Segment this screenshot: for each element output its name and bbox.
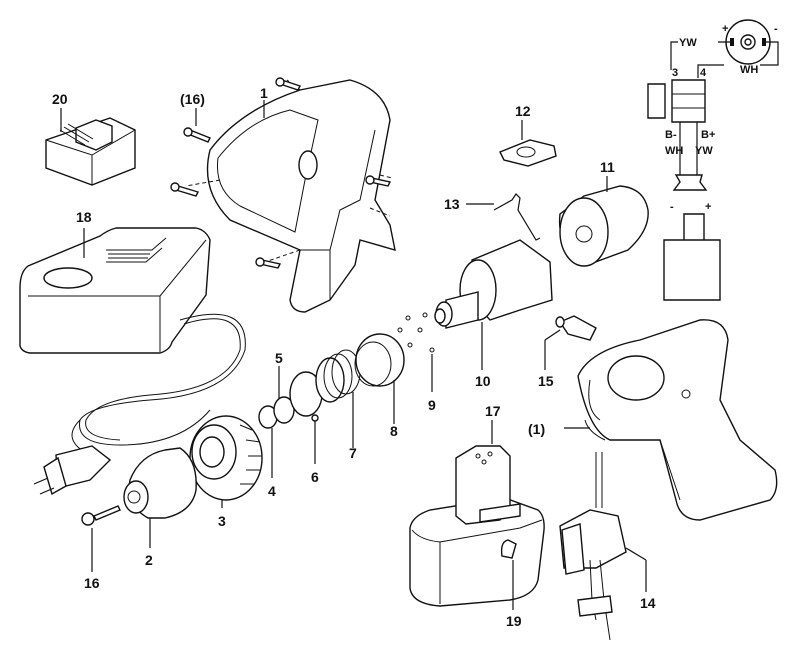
motor-plus-label: + (722, 23, 728, 35)
part-20-transformer (45, 108, 136, 186)
part-9-balls (397, 312, 435, 392)
label-16-ref: (16) (180, 91, 205, 107)
label-10: 10 (475, 373, 491, 389)
label-20: 20 (52, 91, 68, 107)
label-7: 7 (349, 445, 357, 461)
wire-yw-top-label: YW (679, 37, 697, 49)
wiring-labels: + - YW WH 3 4 B- B+ WH YW - + (665, 23, 778, 213)
label-15: 15 (538, 373, 554, 389)
wire-wh-bottom-label: WH (665, 145, 683, 157)
label-8: 8 (390, 423, 398, 439)
label-11: 11 (600, 159, 615, 175)
label-9: 9 (428, 397, 436, 413)
terminal-4-label: 4 (700, 67, 707, 79)
part-1-housing-right (564, 319, 778, 521)
part-labels: 1 (1) 2 3 4 5 6 7 8 9 10 11 12 13 14 15 … (52, 85, 656, 629)
part-8-sleeve (354, 333, 405, 424)
part-16-screw (81, 505, 121, 572)
label-1: 1 (260, 85, 268, 101)
label-4: 4 (268, 483, 276, 499)
part-16-screws (170, 77, 392, 269)
part-5-ring (273, 366, 295, 424)
part-4-ring (258, 405, 278, 478)
wiring-schematic (647, 19, 779, 301)
part-18-power-cord (33, 313, 246, 496)
label-14: 14 (640, 595, 656, 611)
battery-minus-label: - (670, 201, 674, 213)
label-6: 6 (311, 469, 319, 485)
label-5: 5 (275, 350, 283, 366)
motor-minus-label: - (774, 23, 778, 35)
label-12: 12 (515, 103, 531, 119)
switch-b-plus-label: B+ (701, 129, 715, 141)
label-1-ref: (1) (528, 421, 545, 437)
part-1-housing-left (185, 79, 396, 313)
part-6-clip (289, 371, 323, 464)
part-11-motor (558, 176, 649, 267)
part-17-battery-stem (455, 420, 521, 525)
label-16: 16 (84, 575, 100, 591)
part-15-brush (544, 315, 597, 370)
battery-plus-label: + (705, 201, 711, 213)
terminal-3-label: 3 (672, 67, 678, 79)
part-3-collar (189, 415, 263, 508)
label-18: 18 (76, 209, 92, 225)
part-2-chuck (123, 447, 197, 548)
label-13: 13 (444, 196, 460, 212)
label-17: 17 (485, 403, 501, 419)
part-19-battery (409, 497, 545, 610)
part-12-button (499, 120, 557, 167)
part-14-switch (559, 452, 647, 641)
label-2: 2 (145, 552, 153, 568)
part-10-gearbox (434, 239, 553, 370)
label-19: 19 (506, 613, 522, 629)
wire-wh-top-label: WH (740, 64, 758, 76)
part-18-charger (19, 227, 211, 354)
wire-yw-bottom-label: YW (695, 145, 713, 157)
part-13-clip (466, 193, 541, 241)
label-3: 3 (218, 513, 226, 529)
switch-b-minus-label: B- (665, 129, 677, 141)
part-7-spring (315, 349, 361, 448)
